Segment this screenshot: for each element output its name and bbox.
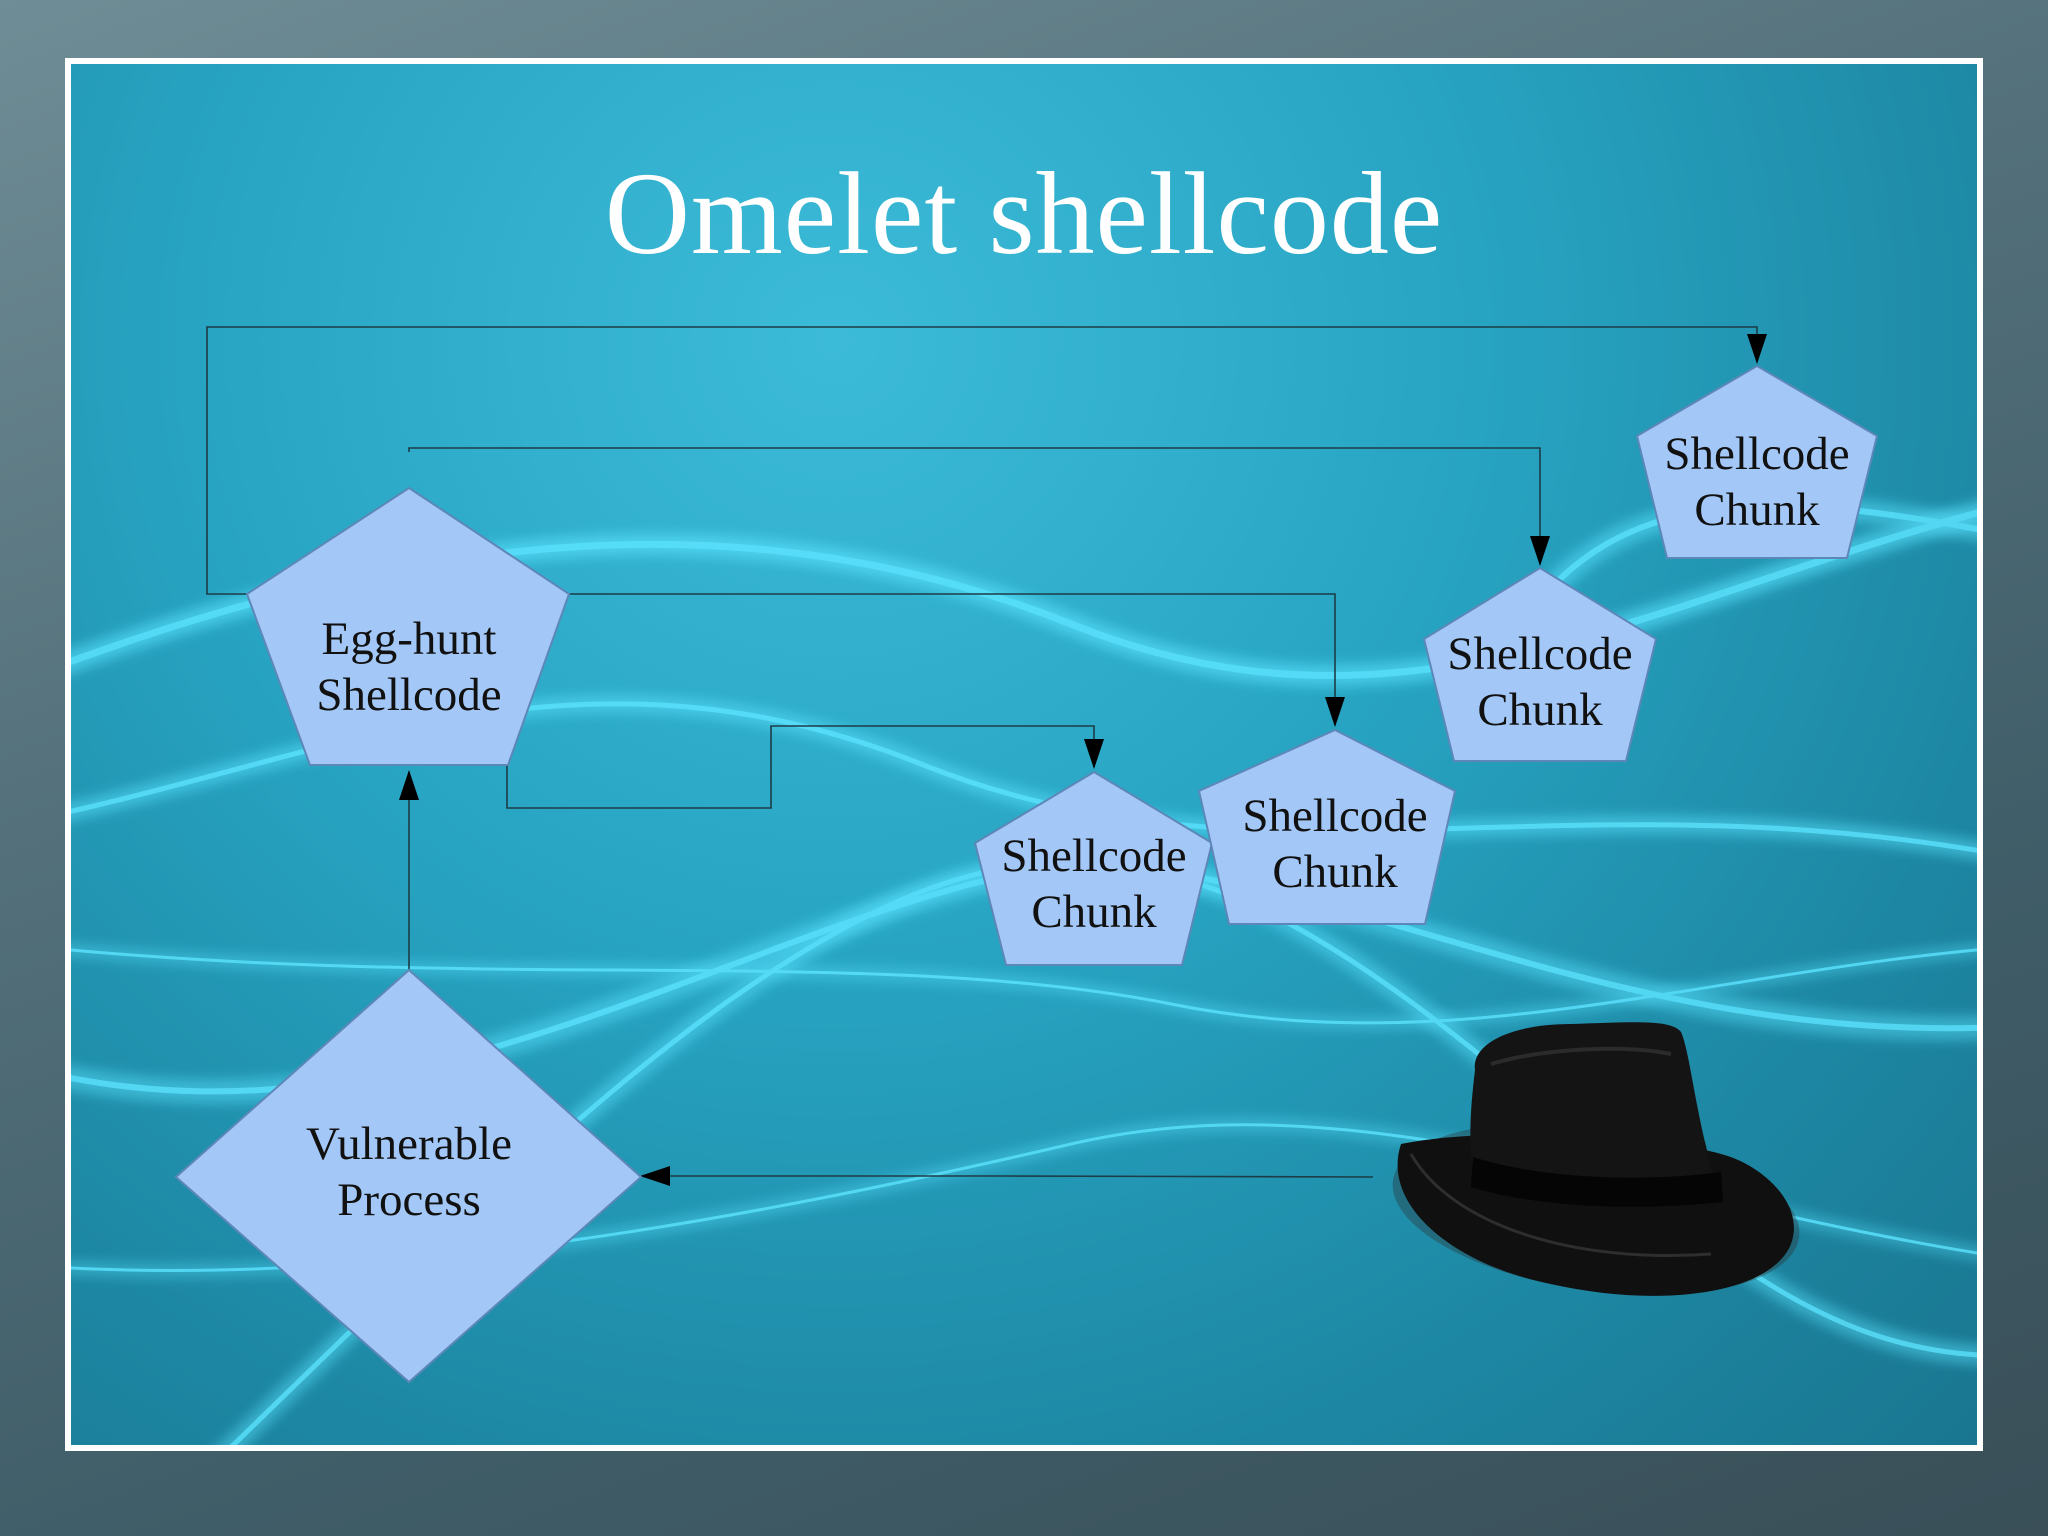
egghunt-label-line2: Shellcode [316, 669, 502, 721]
connector-egghunt-to-chunk1 [506, 725, 1104, 809]
chunk-4-shape [1635, 364, 1879, 559]
connector-egghunt-to-chunk2 [569, 593, 1345, 727]
egghunt-shape [245, 486, 571, 766]
vulnerable-label-line1: Vulnerable [306, 1118, 512, 1170]
vulnerable-shape [174, 968, 643, 1384]
connector-egghunt-to-chunk4 [206, 326, 1767, 595]
chunk-1-label-line1: Shellcode [1001, 830, 1187, 882]
connector-attacker-to-vulnerable [640, 1166, 1374, 1186]
chunk-3-shape [1422, 566, 1658, 762]
chunk-4-label-line2: Chunk [1694, 484, 1820, 536]
slide-title: Omelet shellcode [604, 148, 1444, 279]
chunk-1-label: Shellcode Chunk [974, 828, 1214, 940]
chunk-2-label: Shellcode Chunk [1215, 788, 1455, 900]
chunk-2-shape [1197, 728, 1457, 925]
chunk-1-shape [973, 770, 1214, 966]
egghunt-label: Egg-hunt Shellcode [259, 611, 559, 723]
chunk-3-label-line1: Shellcode [1447, 628, 1633, 680]
flow-diagram [174, 326, 1879, 1384]
chunk-3-label: Shellcode Chunk [1420, 626, 1660, 738]
chunk-2-label-line2: Chunk [1272, 846, 1398, 898]
chunk-4-label: Shellcode Chunk [1637, 426, 1877, 538]
slide: Omelet shellcode [65, 58, 1983, 1451]
chunk-2-label-line1: Shellcode [1242, 790, 1428, 842]
egghunt-label-line1: Egg-hunt [321, 613, 497, 665]
chunk-4-label-line1: Shellcode [1664, 428, 1850, 480]
chunk-1-label-line2: Chunk [1031, 886, 1157, 938]
chunk-3-label-line2: Chunk [1477, 684, 1603, 736]
vulnerable-label-line2: Process [337, 1174, 481, 1226]
vulnerable-label: Vulnerable Process [259, 1116, 559, 1228]
black-hat-icon [1392, 1022, 1800, 1296]
connector-egghunt-to-chunk3 [408, 447, 1550, 566]
